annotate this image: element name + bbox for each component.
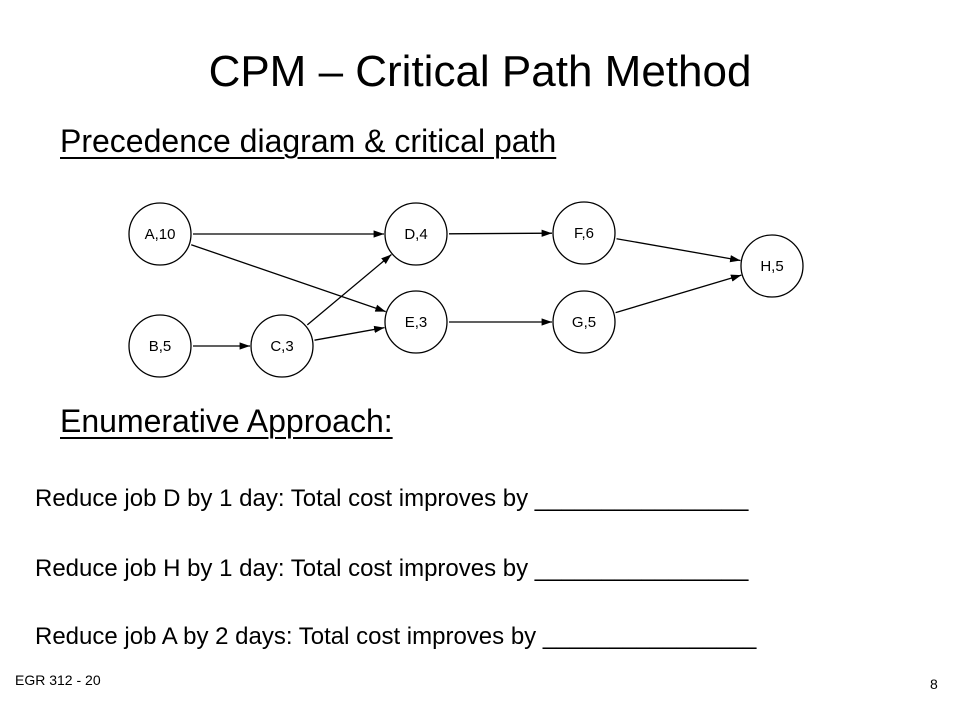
slide-title: CPM – Critical Path Method: [208, 47, 752, 96]
question-reduce-h: Reduce job H by 1 day: Total cost improv…: [35, 555, 749, 582]
node-label: H,5: [760, 258, 783, 275]
node-g: G,5: [552, 290, 616, 354]
node-f: F,6: [552, 201, 616, 265]
node-e: E,3: [384, 290, 448, 354]
node-label: E,3: [405, 314, 428, 331]
node-label: G,5: [572, 314, 596, 331]
edge-f-h: [616, 238, 741, 263]
node-circle: [250, 314, 314, 378]
node-label: A,10: [145, 226, 176, 243]
edge-g-h: [615, 274, 742, 314]
enumerative-heading: Enumerative Approach:: [60, 403, 393, 439]
node-a: A,10: [128, 202, 192, 266]
node-circle: [384, 290, 448, 354]
page-number: 8: [930, 676, 938, 692]
edge-c-e: [314, 325, 385, 341]
edge-d-f: [448, 229, 553, 237]
question-reduce-d: Reduce job D by 1 day: Total cost improv…: [35, 485, 749, 512]
node-circle: [552, 201, 616, 265]
node-label: C,3: [270, 338, 293, 355]
node-circle: [740, 234, 804, 298]
node-label: B,5: [149, 338, 172, 355]
question-reduce-a: Reduce job A by 2 days: Total cost impro…: [35, 623, 757, 650]
edge-a-e: [190, 244, 386, 313]
edge-c-d: [306, 254, 392, 326]
node-d: D,4: [384, 202, 448, 266]
node-b: B,5: [128, 314, 192, 378]
node-circle: [552, 290, 616, 354]
node-label: D,4: [404, 226, 427, 243]
precedence-heading: Precedence diagram & critical path: [60, 123, 557, 159]
node-circle: [128, 314, 192, 378]
node-circle: [128, 202, 192, 266]
node-label: F,6: [574, 225, 594, 242]
course-footer: EGR 312 - 20: [15, 672, 101, 688]
node-h: H,5: [740, 234, 804, 298]
node-c: C,3: [250, 314, 314, 378]
node-circle: [384, 202, 448, 266]
